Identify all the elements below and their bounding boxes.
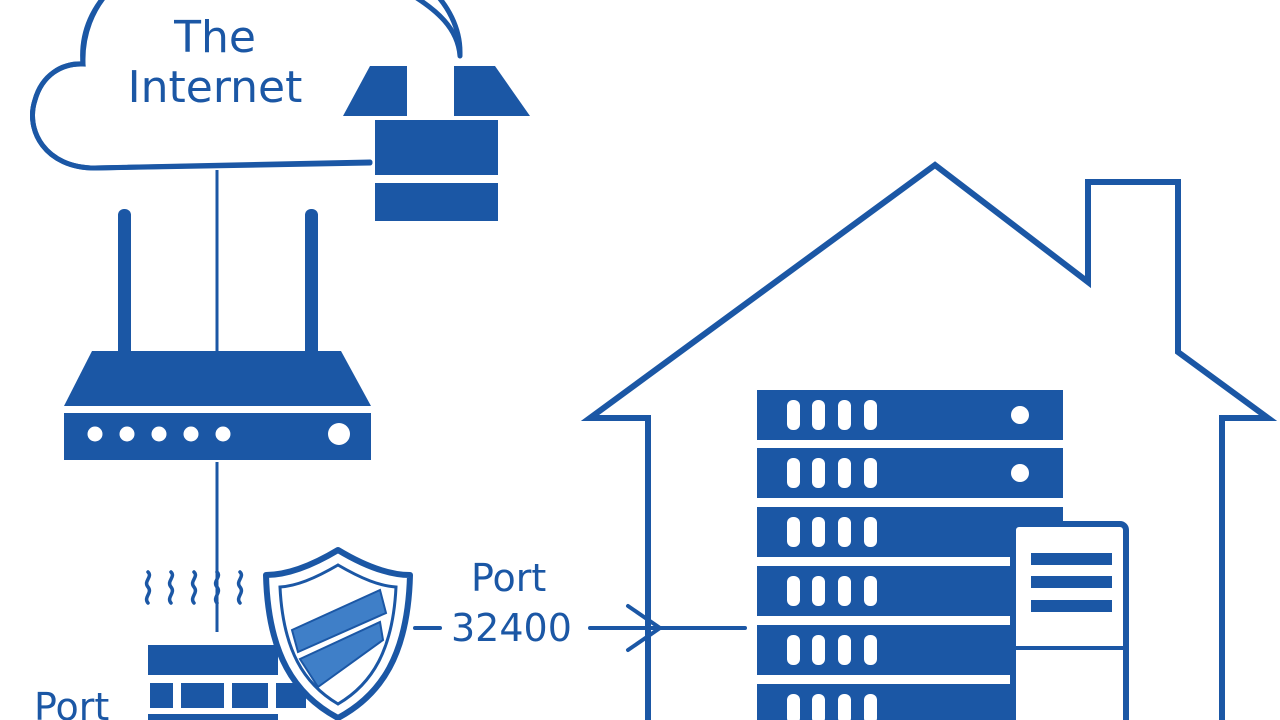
cloud-icon [30,0,463,171]
internet-label-line2: Internet [127,62,303,113]
server-unit [757,448,1063,498]
internet-label-line1: The [174,12,256,63]
arrow-right-icon [413,604,747,652]
package-box-icon [343,66,530,221]
firewall-brick-icon [148,645,306,720]
heat-waves-icon [144,570,244,605]
tower-computer-icon [1010,521,1129,720]
house-icon [580,161,1278,720]
wifi-router-icon [64,209,371,460]
firewall-port-label: Port [34,685,110,720]
port-label: Port [471,556,547,600]
port-number-label: 32400 [451,606,572,650]
shield-icon [263,547,413,720]
server-unit [757,390,1063,440]
